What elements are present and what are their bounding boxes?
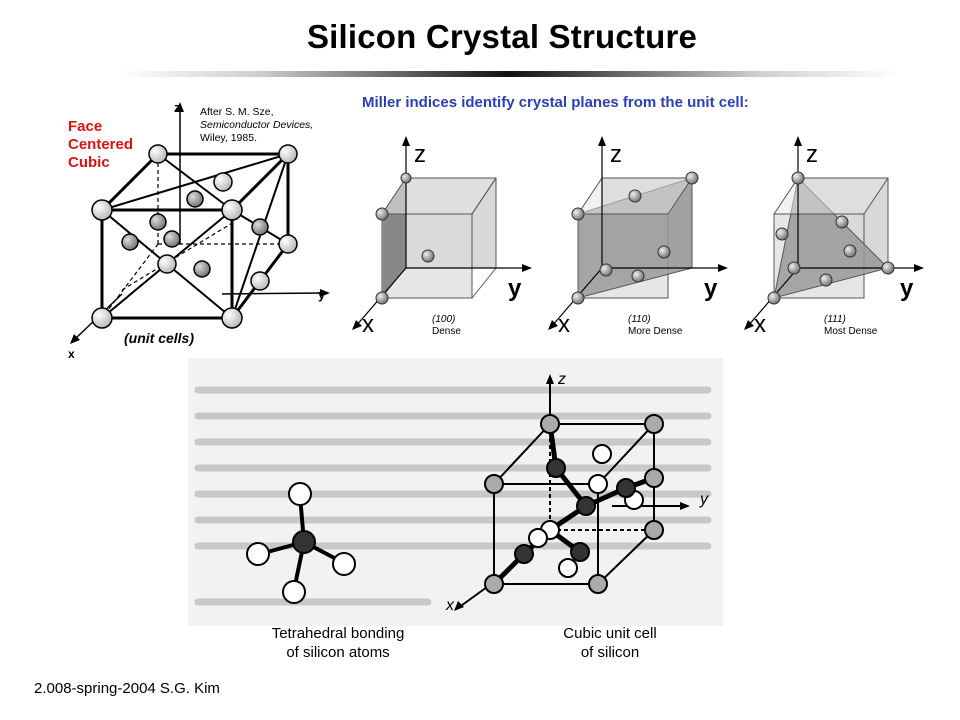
- miller-axis-y: y: [704, 275, 718, 302]
- fcc-axis-x: x: [68, 347, 75, 361]
- miller-diagram: z y x (100) Dense z y x: [352, 136, 924, 338]
- miller-axis-z: z: [414, 141, 426, 168]
- tetrahedral-caption: Tetrahedral bonding of silicon atoms: [238, 624, 438, 662]
- caption-line: of silicon atoms: [286, 644, 390, 661]
- unit-cell-axis-x: x: [445, 597, 455, 614]
- reference-line: Semiconductor Devices,: [200, 119, 314, 131]
- caption-line: Cubic unit cell: [563, 625, 657, 642]
- silicon-diagram: z y x: [194, 371, 712, 614]
- fcc-axis-y: y: [318, 287, 326, 302]
- fcc-axis-z: z: [174, 100, 181, 115]
- silicon-unit-cell-figure: z y x: [188, 358, 723, 626]
- slide-footer: 2.008-spring-2004 S.G. Kim: [34, 680, 220, 697]
- miller-density-110: More Dense: [628, 326, 683, 337]
- fcc-label-line: Cubic: [68, 154, 110, 171]
- unit-cell-axis-y: y: [699, 491, 709, 508]
- miller-axis-z: z: [806, 141, 818, 168]
- miller-density-100: Dense: [432, 326, 461, 337]
- background-bleed-lines: [194, 386, 712, 606]
- miller-axis-x: x: [362, 311, 374, 338]
- miller-planes-figure: z y x (100) Dense z y x: [350, 130, 925, 345]
- miller-axis-y: y: [900, 275, 914, 302]
- miller-density-111: Most Dense: [824, 326, 878, 337]
- miller-axis-x: x: [558, 311, 570, 338]
- reference-line: After S. M. Sze,: [200, 106, 274, 118]
- caption-line: Tetrahedral bonding: [271, 625, 405, 642]
- page-title: Silicon Crystal Structure: [306, 18, 698, 55]
- reference-line: Wiley, 1985.: [200, 132, 257, 144]
- miller-index-111: (111): [824, 314, 846, 325]
- caption-line: of silicon: [580, 644, 640, 661]
- miller-index-100: (100): [432, 314, 455, 325]
- title-divider: [118, 71, 900, 77]
- miller-subtitle: Miller indices identify crystal planes f…: [362, 94, 749, 111]
- miller-axis-y: y: [508, 275, 522, 302]
- fcc-figure: z y x Face Centered Cubic After S. M. Sz…: [62, 94, 354, 366]
- unit-cell-caption: Cubic unit cell of silicon: [510, 624, 710, 662]
- fcc-label: Face Centered Cubic: [68, 118, 133, 172]
- miller-axis-z: z: [610, 141, 622, 168]
- miller-cube-100: z y x (100) Dense: [352, 136, 532, 338]
- unit-cells-label: (unit cells): [124, 330, 195, 346]
- fcc-label-line: Centered: [68, 136, 134, 153]
- miller-cube-111: z y x (111) Most Dense: [744, 136, 924, 338]
- miller-axis-x: x: [754, 311, 766, 338]
- miller-index-110: (110): [628, 314, 651, 325]
- unit-cell-axis-z: z: [557, 371, 566, 388]
- miller-cube-110: z y x (110) More Dense: [548, 136, 728, 338]
- fcc-label-line: Face: [68, 118, 103, 135]
- fcc-reference: After S. M. Sze, Semiconductor Devices, …: [200, 106, 313, 145]
- fcc-diagram: z y x: [68, 100, 330, 361]
